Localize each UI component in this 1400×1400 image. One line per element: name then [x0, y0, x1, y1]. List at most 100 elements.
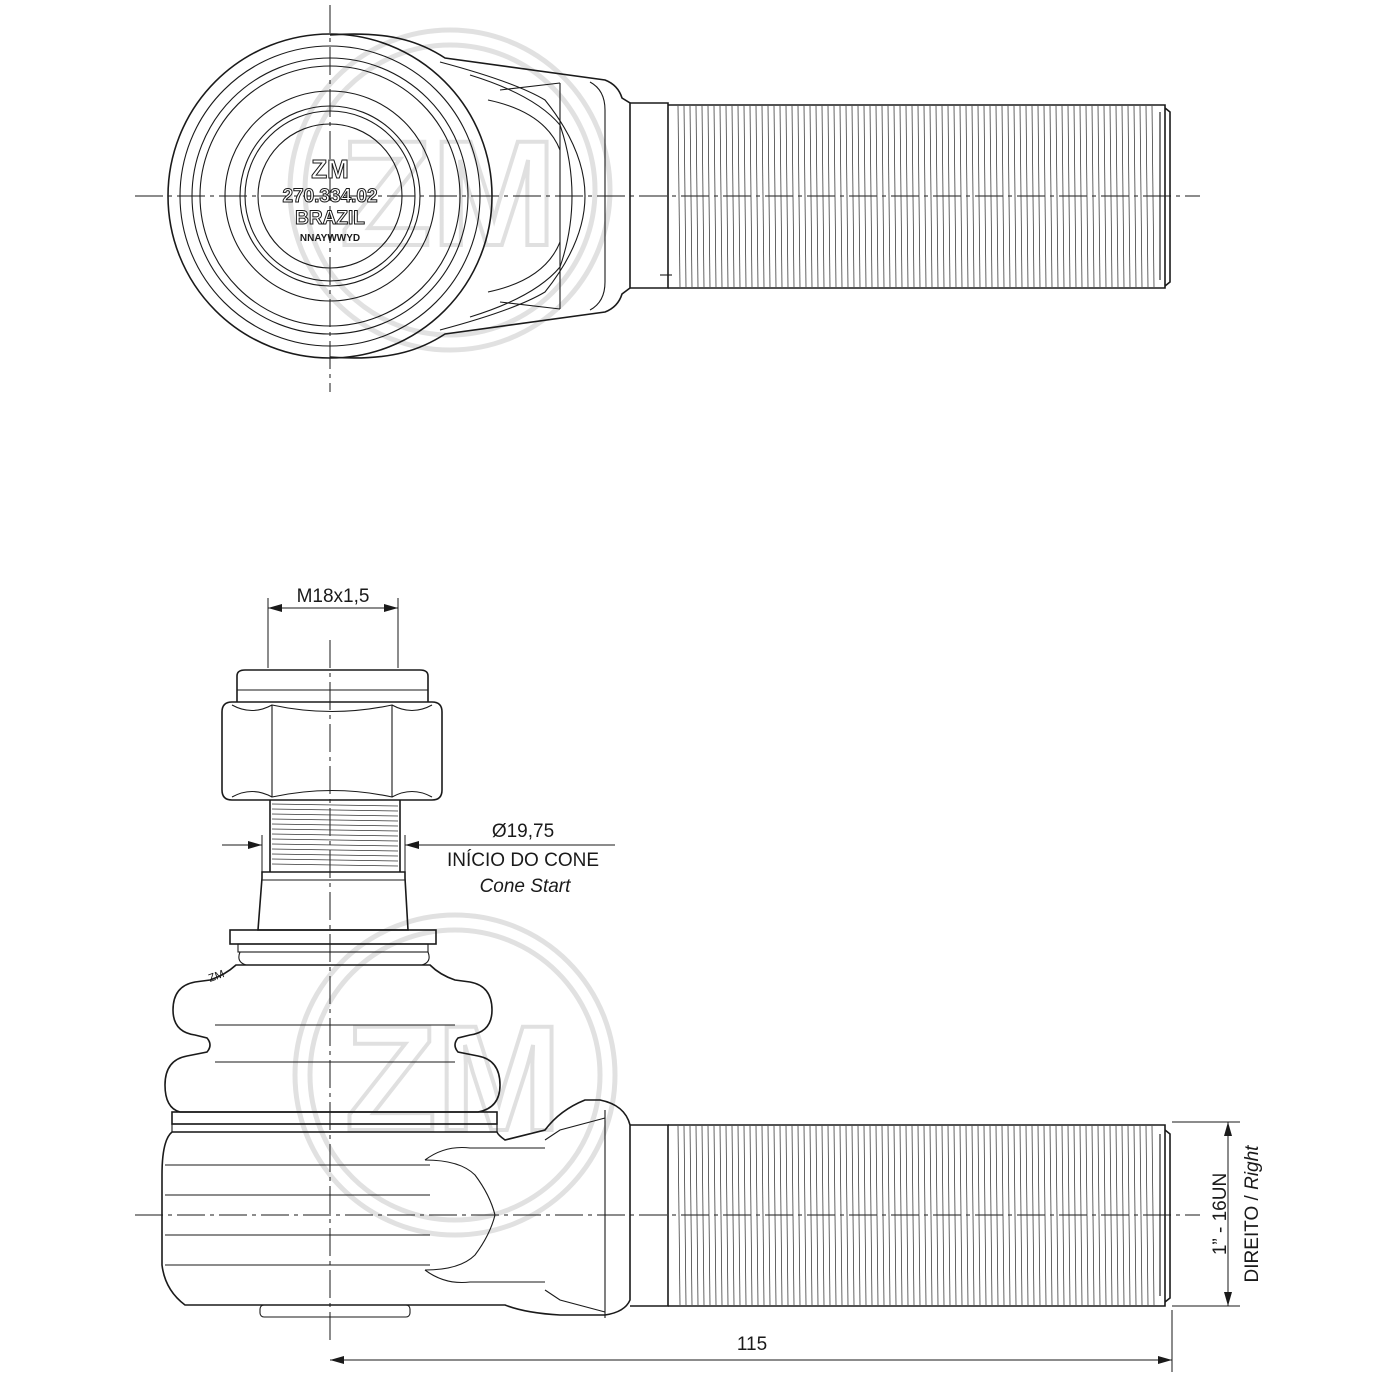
thread-line: [1097, 1125, 1101, 1306]
thread-line: [959, 105, 963, 288]
marking-brand: ZM: [311, 154, 349, 184]
thread-line: [1067, 1125, 1071, 1306]
thread-line: [833, 1125, 837, 1306]
thread-line: [1013, 105, 1017, 288]
thread-line: [1139, 1125, 1143, 1306]
thread-line: [1091, 105, 1095, 288]
thread-line: [271, 823, 399, 827]
thread-line: [983, 1125, 987, 1306]
thread-line: [1049, 105, 1053, 288]
dim-cone-diameter: Ø19,75 INÍCIO DO CONE Cone Start: [222, 821, 615, 897]
thread-line: [725, 1125, 729, 1306]
thread-line: [1049, 1125, 1053, 1306]
thread-line: [845, 1125, 849, 1306]
thread-line: [965, 1125, 969, 1306]
side-view: ZM M18x1,5: [135, 586, 1263, 1372]
thread-line: [689, 105, 693, 288]
thread-line: [683, 105, 687, 288]
threaded-stud: [269, 800, 401, 872]
thread-line: [977, 105, 981, 288]
thread-line: [1073, 105, 1077, 288]
top-threaded-shank: [630, 102, 1171, 289]
thread-line: [1127, 1125, 1131, 1306]
thread-line: [869, 105, 873, 288]
thread-line: [1043, 105, 1047, 288]
thread-line: [947, 105, 951, 288]
thread-line: [887, 1125, 891, 1306]
thread-line: [773, 1125, 777, 1306]
thread-line: [761, 1125, 765, 1306]
thread-line: [695, 105, 699, 288]
thread-line: [271, 803, 399, 807]
thread-line: [923, 1125, 927, 1306]
thread-line: [1031, 1125, 1035, 1306]
thread-line: [1133, 105, 1137, 288]
part-marking: ZM 270.334.02 BRAZIL NNAYWWYD: [282, 154, 378, 245]
thread-line: [833, 105, 837, 288]
thread-line: [271, 833, 399, 837]
thread-line: [917, 1125, 921, 1306]
hex-nut: [221, 701, 443, 801]
thread-line: [1031, 105, 1035, 288]
thread-line: [893, 1125, 897, 1306]
thread-line: [1133, 1125, 1137, 1306]
thread-line: [809, 1125, 813, 1306]
thread-line: [271, 838, 399, 842]
thread-line: [1121, 105, 1125, 288]
thread-line: [1139, 105, 1143, 288]
thread-line: [1121, 1125, 1125, 1306]
thread-line: [755, 1125, 759, 1306]
thread-line: [785, 1125, 789, 1306]
dim-cone-start-pt-label: INÍCIO DO CONE: [447, 850, 599, 871]
thread-line: [1013, 1125, 1017, 1306]
thread-line: [271, 853, 399, 857]
thread-line: [767, 1125, 771, 1306]
dim-overall-length: 115: [330, 1310, 1173, 1372]
thread-line: [707, 105, 711, 288]
thread-line: [1091, 1125, 1095, 1306]
thread-line: [947, 1125, 951, 1306]
thread-line: [731, 1125, 735, 1306]
thread-line: [1043, 1125, 1047, 1306]
thread-line: [815, 105, 819, 288]
thread-line: [869, 1125, 873, 1306]
thread-line: [1097, 105, 1101, 288]
thread-line: [701, 1125, 705, 1306]
thread-line: [899, 1125, 903, 1306]
thread-line: [1085, 1125, 1089, 1306]
dim-overall-length-label: 115: [737, 1334, 767, 1355]
thread-line: [863, 105, 867, 288]
thread-line: [779, 105, 783, 288]
thread-line: [713, 105, 717, 288]
thread-line: [995, 1125, 999, 1306]
thread-line: [887, 105, 891, 288]
thread-line: [1055, 1125, 1059, 1306]
side-threaded-shank: [630, 1124, 1171, 1307]
thread-line: [719, 1125, 723, 1306]
thread-line: [971, 105, 975, 288]
thread-line: [875, 105, 879, 288]
thread-line: [785, 105, 789, 288]
watermark-logo-text: ZM: [345, 994, 562, 1162]
thread-line: [803, 1125, 807, 1306]
thread-line: [1109, 1125, 1113, 1306]
thread-line: [821, 105, 825, 288]
thread-line: [1061, 105, 1065, 288]
thread-line: [905, 105, 909, 288]
thread-line: [881, 105, 885, 288]
thread-line: [851, 1125, 855, 1306]
thread-line: [1019, 1125, 1023, 1306]
thread-line: [863, 1125, 867, 1306]
thread-line: [271, 808, 399, 812]
thread-line: [683, 1125, 687, 1306]
dim-shank-thread: 1” - 16UN DIREITO / Right: [1172, 1121, 1263, 1307]
stud-tip: [236, 669, 429, 702]
thread-line: [1025, 1125, 1029, 1306]
thread-line: [809, 105, 813, 288]
thread-line: [725, 105, 729, 288]
thread-line: [845, 105, 849, 288]
thread-line: [271, 818, 399, 822]
marking-country: BRAZIL: [295, 208, 365, 229]
thread-line: [959, 1125, 963, 1306]
